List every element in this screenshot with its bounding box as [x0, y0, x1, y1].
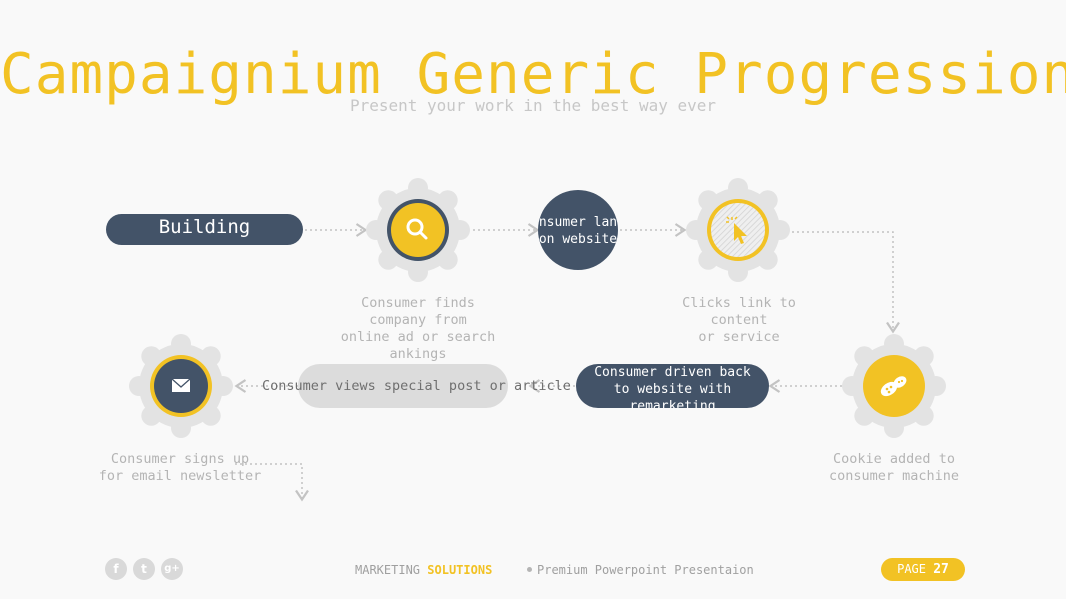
search-icon: [406, 218, 428, 240]
facebook-icon[interactable]: f: [105, 558, 127, 580]
building-awareness-pill: Building Awareness: [106, 214, 303, 245]
cursor-gear: [686, 178, 790, 282]
social-links: f t g+: [105, 558, 195, 582]
page-subtitle: Present your work in the best way ever: [349, 96, 717, 115]
connector-8: [235, 463, 309, 502]
lands-on-website-circle: Consumer lands on website: [538, 190, 618, 270]
connector-4: [792, 231, 900, 334]
signs-caption: Consumer signs up for email newsletter: [98, 451, 262, 484]
footer-brand: MARKETING SOLUTIONS: [355, 563, 493, 577]
google-plus-icon[interactable]: g+: [161, 558, 183, 580]
search-gear: [366, 178, 470, 282]
page-title: Campaignium Generic Progression: [0, 42, 1066, 107]
driven-back-label: Consumer driven back to website with rem…: [594, 365, 751, 408]
footer-tagline: Premium Powerpoint Presentaion: [537, 563, 754, 577]
cookie-gear: [842, 334, 946, 438]
cookie-icon: [880, 376, 907, 397]
mail-gear: [129, 334, 233, 438]
cursor-click-icon: [726, 216, 747, 244]
page-number-badge: PAGE 27: [881, 558, 965, 581]
driven-back-pill: Consumer driven back to website with rem…: [576, 364, 769, 408]
building-awareness-label: Building Awareness: [153, 216, 256, 245]
footer-bullet: [527, 567, 532, 572]
views-post-label: Consumer views special post or article: [262, 378, 571, 394]
cookie-caption: Cookie added to consumer machine: [828, 451, 960, 484]
twitter-icon[interactable]: t: [133, 558, 155, 580]
envelope-icon: [171, 378, 191, 392]
finds-caption: Consumer finds company from online ad or…: [340, 295, 496, 362]
views-post-pill: Consumer views special post or article: [262, 364, 571, 408]
clicks-caption: Clicks link to content or service: [682, 295, 796, 345]
lands-on-website-label: Consumer lands on website: [538, 215, 618, 247]
